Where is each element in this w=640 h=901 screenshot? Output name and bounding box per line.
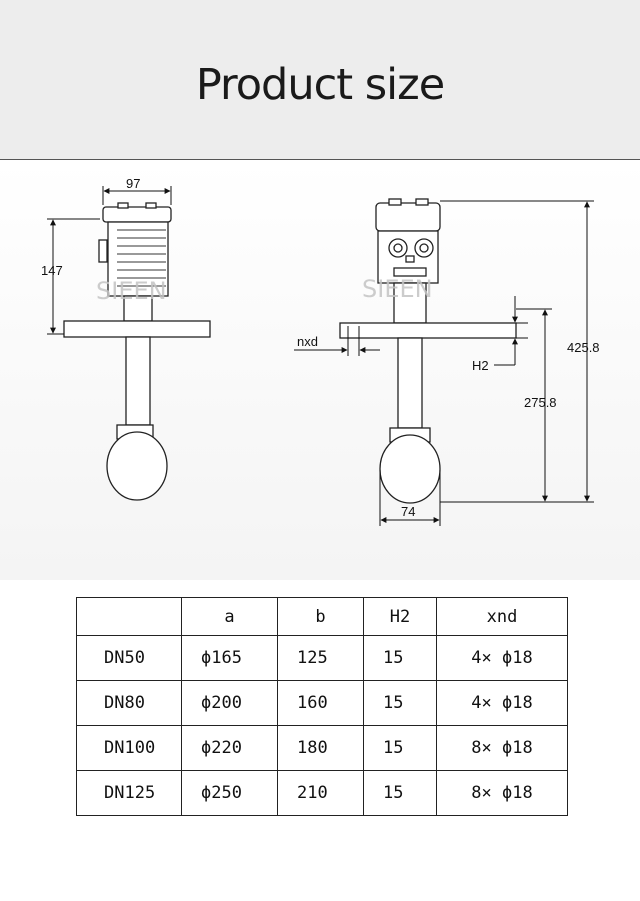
lid-tab [145, 202, 157, 209]
table-cell: 210 [277, 770, 364, 816]
probe-height-dimension [440, 308, 552, 503]
cable-gland-left-core [393, 243, 403, 253]
lid-tab [415, 198, 429, 206]
table-cell: 15 [363, 635, 437, 681]
nxd-label: nxd [297, 334, 318, 349]
float-ball [106, 431, 168, 501]
left-height-label: 147 [41, 263, 63, 278]
total-height-dimension [440, 200, 594, 503]
nameplate [393, 267, 427, 277]
table-cell: 180 [277, 725, 364, 771]
cable-gland-right-core [419, 243, 429, 253]
table-row: DN50 ϕ165 125 15 4× ϕ18 [76, 635, 568, 681]
right-watermark: SIEEN [362, 275, 433, 303]
dimension-drawing: SIEEN 97 147 SIEEN [41, 176, 600, 526]
cable-gland [98, 239, 108, 263]
table-row: DN100 ϕ220 180 15 8× ϕ18 [76, 725, 568, 771]
housing-lid [375, 202, 441, 232]
left-watermark: SIEEN [96, 277, 167, 305]
technical-drawing-area [0, 160, 640, 580]
probe-height-label: 275.8 [524, 395, 557, 410]
table-cell: DN100 [76, 725, 182, 771]
table-cell: 15 [363, 770, 437, 816]
table-header-cell: H2 [363, 597, 437, 636]
float-diameter-dimension [379, 470, 441, 526]
table-cell: 15 [363, 680, 437, 726]
table-cell: ϕ165 [181, 635, 278, 681]
table-header-cell: xnd [436, 597, 568, 636]
table-header-row: a b H2 xnd [76, 597, 568, 636]
table-cell: 4× ϕ18 [436, 635, 568, 681]
table-cell: DN125 [76, 770, 182, 816]
ground-screw [405, 255, 415, 263]
table-cell: 160 [277, 680, 364, 726]
nxd-dimension [294, 326, 380, 356]
table-cell: 4× ϕ18 [436, 680, 568, 726]
table-cell: 125 [277, 635, 364, 681]
right-view [339, 198, 517, 504]
neck [393, 282, 427, 324]
h2-label: H2 [472, 358, 489, 373]
h2-dimension [494, 296, 528, 366]
table-cell: 15 [363, 725, 437, 771]
table-cell: DN80 [76, 680, 182, 726]
page-title: Product size [195, 60, 445, 110]
table-header-cell: b [277, 597, 364, 636]
left-width-label: 97 [126, 176, 140, 191]
table-cell: ϕ220 [181, 725, 278, 771]
total-height-label: 425.8 [567, 340, 600, 355]
float-diameter-label: 74 [401, 504, 415, 519]
header-banner: Product size [0, 0, 640, 160]
probe-rod [397, 337, 423, 429]
table-header-cell [76, 597, 182, 636]
left-height-dimension [47, 218, 100, 335]
left-width-dimension [102, 186, 172, 205]
neck [123, 295, 153, 322]
lid-tab [388, 198, 402, 206]
float-ball [379, 434, 441, 504]
housing-lid [102, 206, 172, 223]
table-cell: 8× ϕ18 [436, 725, 568, 771]
cooling-fins [117, 229, 166, 287]
flange [339, 322, 517, 339]
table-cell: 8× ϕ18 [436, 770, 568, 816]
table-cell: ϕ250 [181, 770, 278, 816]
flange [63, 320, 211, 338]
table-header-cell: a [181, 597, 278, 636]
table-cell: ϕ200 [181, 680, 278, 726]
table-row: DN80 ϕ200 160 15 4× ϕ18 [76, 680, 568, 726]
probe-rod [125, 336, 151, 426]
table-row: DN125 ϕ250 210 15 8× ϕ18 [76, 770, 568, 816]
lid-tab [117, 202, 129, 209]
table-cell: DN50 [76, 635, 182, 681]
flange-spec-table: a b H2 xnd DN50 ϕ165 125 15 4× ϕ18 DN80 … [76, 597, 568, 816]
left-view [63, 202, 211, 501]
